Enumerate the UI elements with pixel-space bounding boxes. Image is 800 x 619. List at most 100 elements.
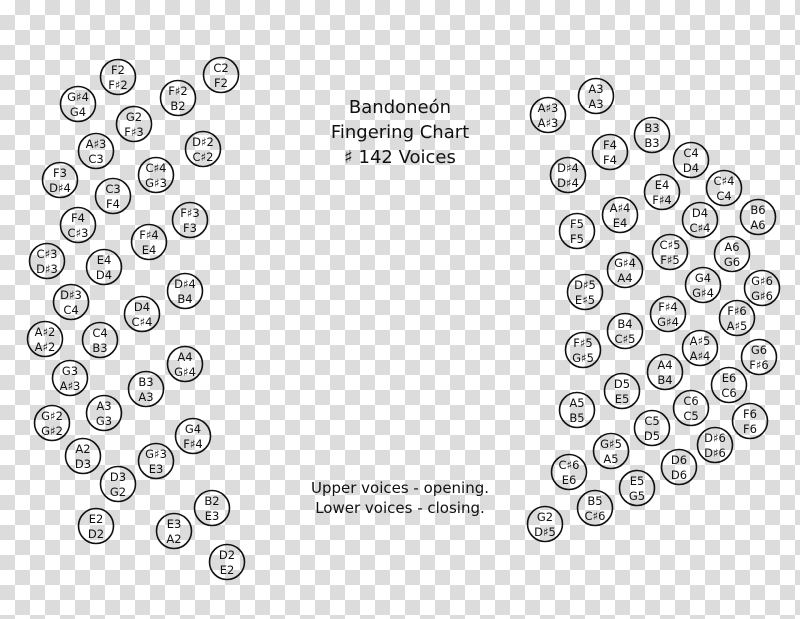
button-circle: [529, 96, 567, 134]
right-button: C♯5F♯5: [651, 233, 689, 271]
opening-note: A4: [657, 358, 672, 372]
opening-note: F♯5: [573, 336, 593, 350]
left-button: C♯3D♯3: [28, 242, 66, 280]
button-circle: [77, 507, 115, 545]
opening-note: A♯4: [610, 201, 631, 215]
opening-note: C♯5: [660, 238, 681, 252]
left-button: C♯4G♯3: [137, 156, 175, 194]
right-button: C♯4C4: [705, 169, 743, 207]
closing-note: C♯6: [585, 509, 606, 523]
opening-note: G4: [695, 271, 711, 285]
opening-note: G♯5: [600, 437, 622, 451]
opening-note: F2: [111, 63, 125, 77]
closing-note: B5: [569, 411, 584, 425]
closing-note: A5: [603, 452, 618, 466]
closing-note: F♯6: [749, 358, 769, 372]
button-circle: [606, 251, 644, 289]
button-circle: [59, 206, 97, 244]
closing-note: A♯2: [35, 340, 56, 354]
closing-note: E6: [562, 473, 577, 487]
button-circle: [564, 331, 602, 369]
closing-note: E♯5: [575, 293, 595, 307]
closing-note: G♯4: [692, 286, 714, 300]
closing-note: D♯4: [49, 181, 71, 195]
left-button: G2F♯3: [115, 105, 153, 143]
right-button: B5C♯6: [576, 489, 614, 527]
button-circle: [710, 366, 748, 404]
closing-note: C♯4: [132, 315, 153, 329]
button-circle: [59, 85, 97, 123]
right-button: G4G♯4: [684, 266, 722, 304]
button-circle: [672, 389, 710, 427]
closing-note: F♯5: [660, 253, 680, 267]
note-lower-voices: Lower voices - closing.: [315, 499, 485, 517]
button-circle: [193, 489, 231, 527]
closing-note: G♯4: [174, 365, 196, 379]
opening-note: C6: [683, 394, 698, 408]
button-circle: [731, 402, 769, 440]
right-button: D4C♯4: [681, 201, 719, 239]
button-circle: [166, 272, 204, 310]
closing-note: G2: [110, 485, 126, 499]
button-circle: [155, 512, 193, 550]
closing-note: G♯2: [41, 424, 63, 438]
closing-note: E5: [615, 392, 630, 406]
button-circle: [127, 370, 165, 408]
closing-note: F2: [214, 76, 228, 90]
button-circle: [558, 391, 596, 429]
opening-note: A3: [96, 399, 111, 413]
button-circle: [718, 299, 756, 337]
button-circle: [77, 132, 115, 170]
button-circle: [99, 58, 137, 96]
button-circle: [159, 79, 197, 117]
opening-note: C♯3: [37, 247, 58, 261]
closing-note: F4: [106, 197, 120, 211]
button-circle: [94, 177, 132, 215]
right-button: G♯6G♯6: [743, 269, 781, 307]
right-button: D♯6D♯6: [696, 426, 734, 464]
opening-note: E6: [722, 371, 737, 385]
opening-note: C♯4: [146, 161, 167, 175]
button-circle: [549, 156, 587, 194]
button-circle: [171, 201, 209, 239]
left-button: A4G♯4: [166, 345, 204, 383]
button-circle: [123, 295, 161, 333]
opening-note: G4: [185, 422, 201, 436]
right-button: F♯6A♯5: [718, 299, 756, 337]
closing-note: C4: [63, 303, 78, 317]
opening-note: D♯4: [557, 161, 579, 175]
opening-note: F6: [743, 407, 757, 421]
button-circle: [646, 353, 684, 391]
button-circle: [601, 196, 639, 234]
closing-note: B4: [657, 373, 672, 387]
opening-note: G♯3: [145, 447, 167, 461]
opening-note: D4: [692, 206, 708, 220]
closing-note: G5: [629, 489, 645, 503]
button-circle: [174, 417, 212, 455]
closing-note: D♯6: [704, 446, 726, 460]
left-button: G4F♯4: [174, 417, 212, 455]
opening-note: G♯4: [614, 256, 636, 270]
opening-note: D2: [219, 548, 235, 562]
closing-note: F6: [743, 422, 757, 436]
opening-note: E4: [655, 178, 670, 192]
opening-note: A2: [75, 442, 90, 456]
button-circle: [137, 156, 175, 194]
closing-note: A♯4: [690, 349, 711, 363]
button-circle: [591, 133, 629, 171]
closing-note: E3: [149, 462, 164, 476]
left-button: F3D♯4: [41, 161, 79, 199]
left-button: F♯4E4: [130, 223, 168, 261]
closing-note: B2: [170, 99, 185, 113]
button-circle: [115, 105, 153, 143]
opening-note: F♯4: [658, 300, 678, 314]
opening-note: G3: [62, 364, 78, 378]
